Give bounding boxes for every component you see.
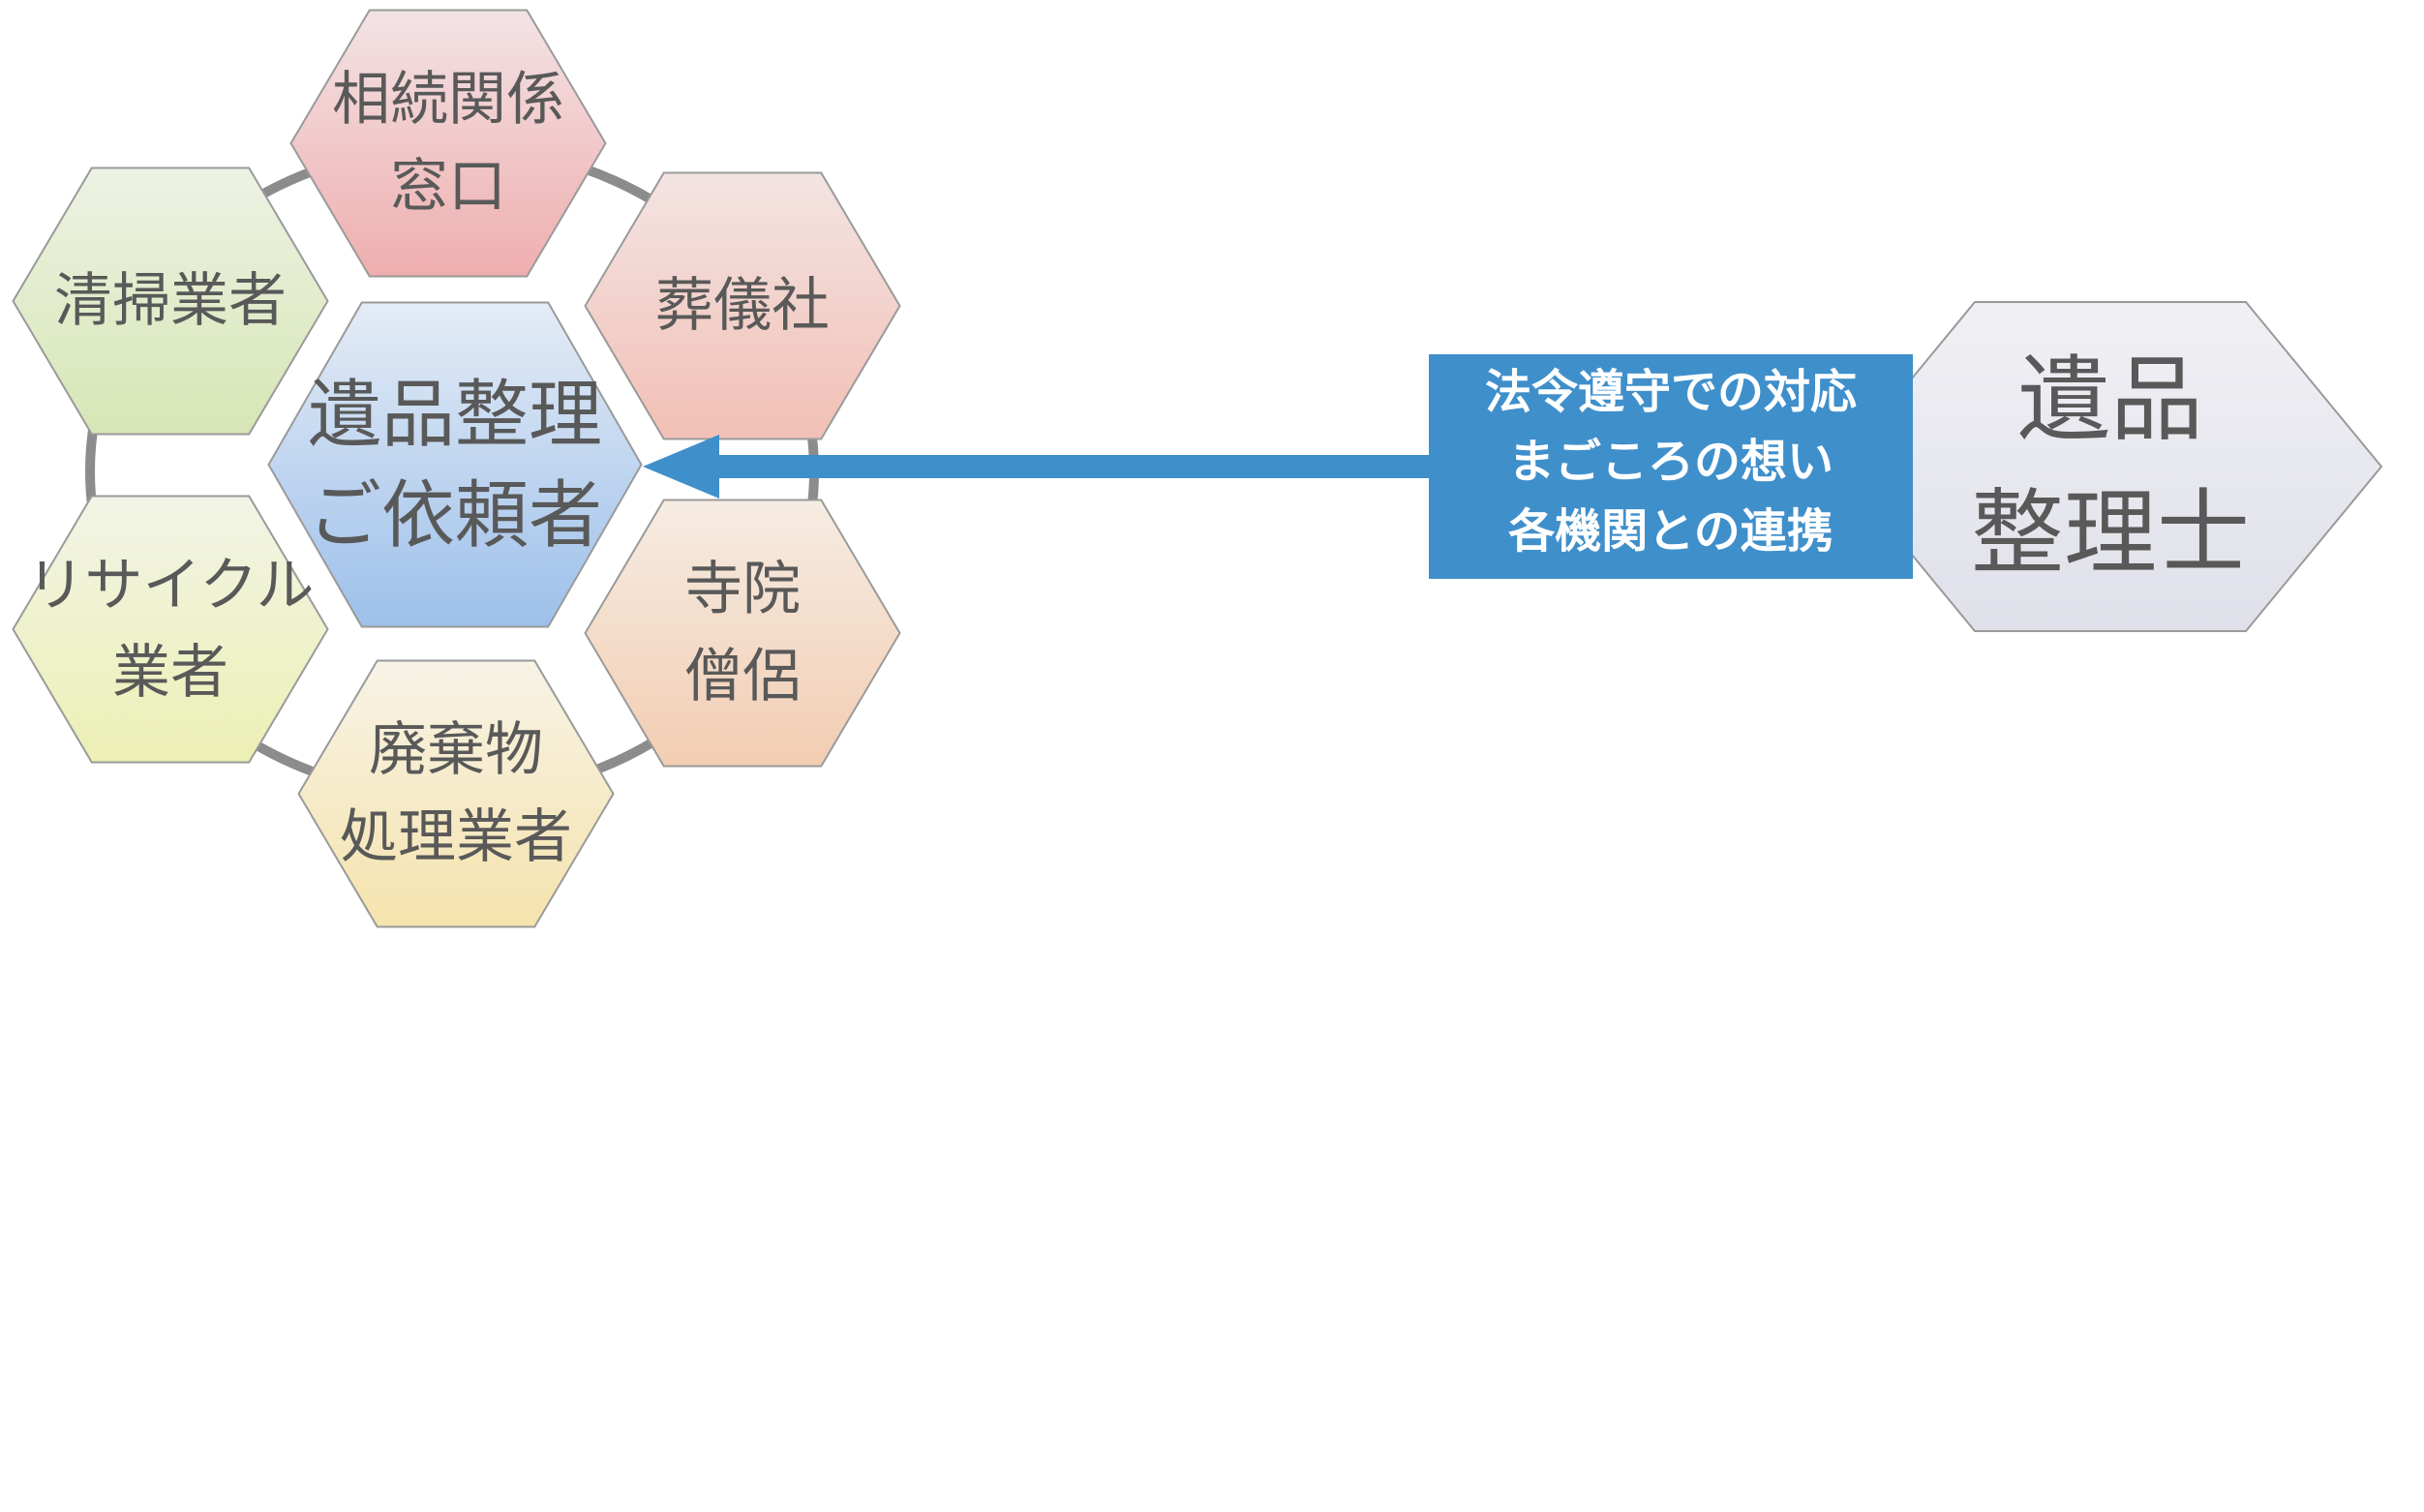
hex-temple-label-1: 僧侶 [684,643,801,711]
arrow-layer [643,435,1431,499]
hex-waste-label-0: 廃棄物 [369,716,543,784]
hex-recycle-label-0: リサイクル [27,552,315,620]
hex-temple-shape [584,499,901,768]
values-line-0: 法令遵守での対応 [1485,365,1857,419]
hex-waste-label-1: 処理業者 [340,803,572,871]
hex-recycle-label-1: 業者 [112,639,228,707]
hex-inheritance-label-0: 相続関係 [332,66,564,134]
hex-cleaning-shape [12,166,329,436]
hex-temple-label-0: 寺院 [684,556,801,623]
hex-cleaning: 清掃業者 [12,166,329,436]
arrow-to-client [643,435,1431,499]
values-line-2: 各機関との連携 [1508,504,1833,559]
hex-organizer-shape [1837,301,2383,632]
hex-cleaning-label-0: 清掃業者 [54,267,287,335]
values-box-background [1429,354,1913,579]
hex-recycle-shape [12,495,329,764]
hex-center-label-1: ご依頼者 [308,472,602,559]
hex-inheritance-shape [289,9,607,278]
hex-waste-shape [297,659,615,928]
hex-organizer-label-1: 整理士 [1971,479,2250,588]
hex-center-shape [267,301,643,628]
hex-funeral-shape [584,171,901,440]
hex-center-label-0: 遺品整理 [308,372,602,458]
values-line-1: まごころの想い [1508,435,1833,489]
hex-inheritance-label-1: 窓口 [390,153,506,221]
hexagons: 相続関係窓口葬儀社寺院僧侶廃棄物処理業者リサイクル業者清掃業者遺品整理ご依頼者遺… [12,9,2383,928]
hex-funeral: 葬儀社 [584,171,901,440]
hex-funeral-label-0: 葬儀社 [655,272,830,340]
hex-organizer-label-0: 遺品 [2017,346,2203,454]
